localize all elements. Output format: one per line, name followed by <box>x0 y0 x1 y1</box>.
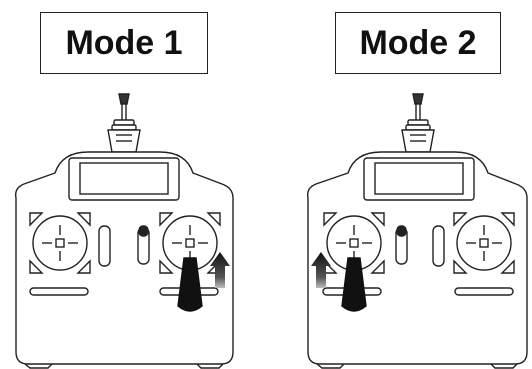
trim-slot <box>98 225 111 267</box>
trim-slot <box>29 287 89 296</box>
left-gimbal <box>323 212 385 274</box>
right-gimbal <box>453 212 515 274</box>
transmitter-mode-1 <box>14 93 234 369</box>
up-arrow-icon <box>311 252 331 288</box>
up-arrow-icon <box>210 252 230 288</box>
left-gimbal <box>29 212 91 274</box>
trim-slot <box>454 287 514 296</box>
transmitter-mode-2 <box>306 93 528 369</box>
throttle-stick <box>341 257 367 312</box>
mode-2-label: Mode 2 <box>335 12 501 74</box>
transmitter-body <box>14 151 234 365</box>
throttle-stick <box>177 257 203 312</box>
trim-slot <box>432 225 445 267</box>
antenna-icon <box>401 93 435 153</box>
antenna-icon <box>107 93 141 153</box>
transmitter-body <box>306 151 528 365</box>
mode-1-label: Mode 1 <box>40 12 208 74</box>
